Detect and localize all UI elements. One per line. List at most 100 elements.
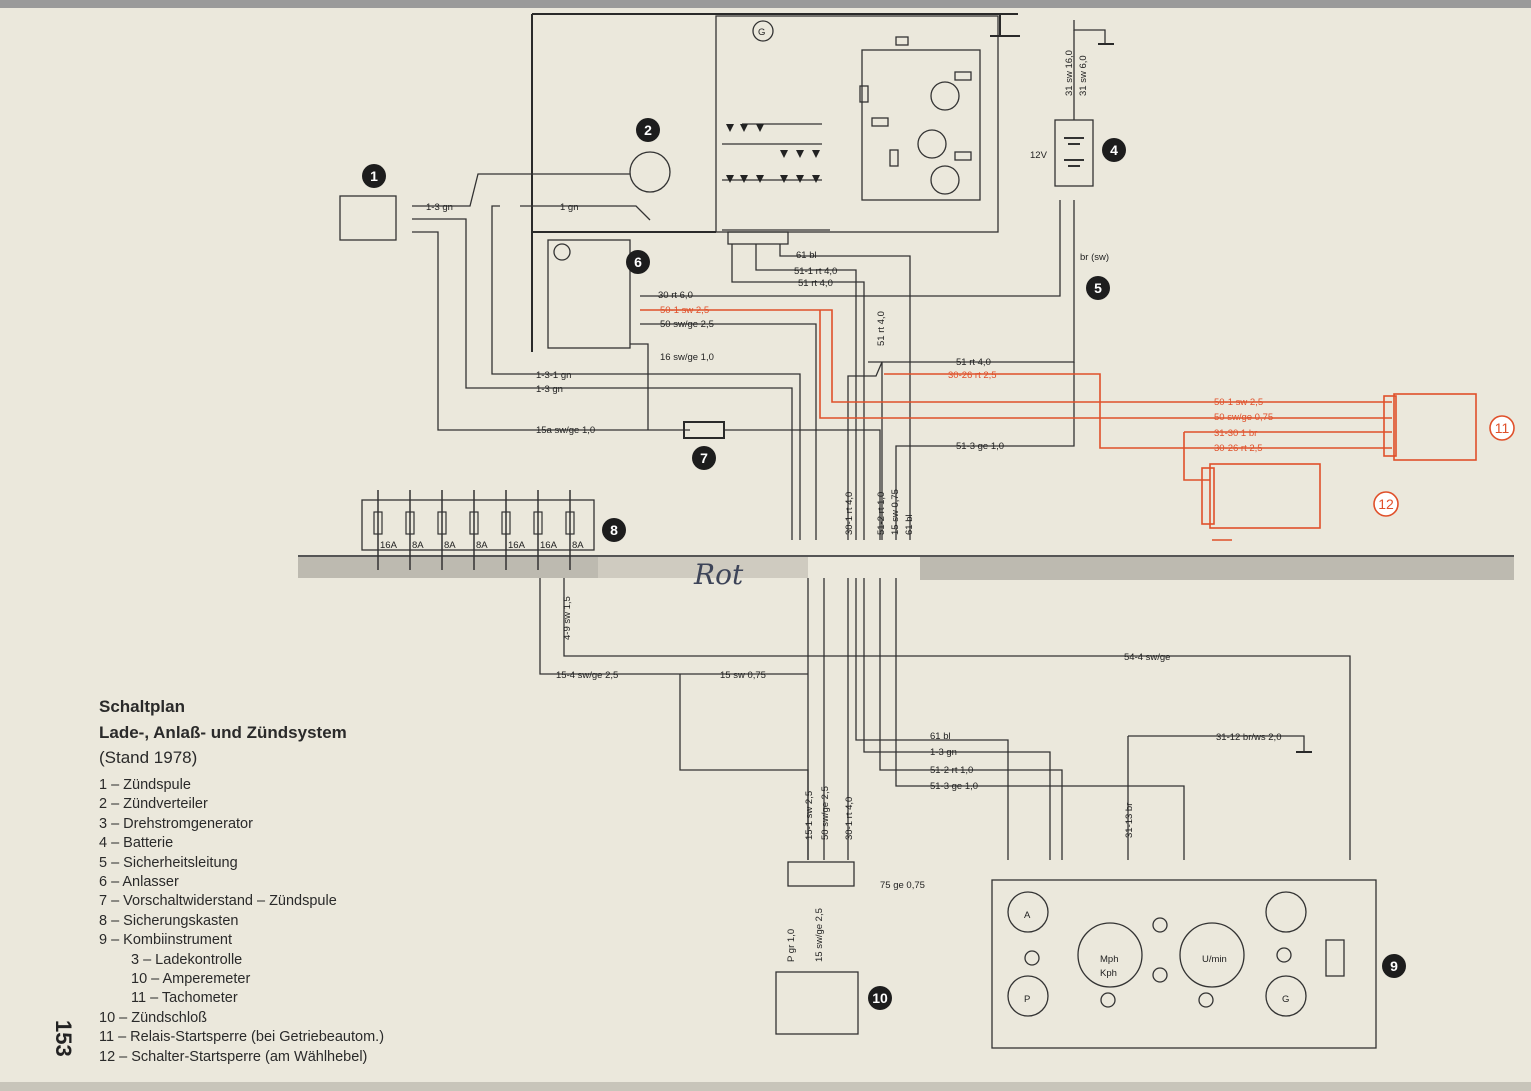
svg-text:16 sw/ge 1,0: 16 sw/ge 1,0 (660, 352, 714, 363)
svg-text:50 sw/ge 0,75: 50 sw/ge 0,75 (1214, 412, 1273, 423)
fuse-rating: 16A (540, 540, 558, 551)
svg-text:1-3 gn: 1-3 gn (426, 202, 453, 213)
badge-4: 4 (1102, 138, 1126, 162)
svg-text:51-1 rt 4,0: 51-1 rt 4,0 (794, 266, 837, 277)
fuse-box-8 (361, 499, 595, 551)
wiring-red (640, 309, 1477, 541)
svg-text:A: A (1024, 910, 1031, 921)
generator-g-symbol: G (758, 27, 765, 38)
svg-text:15a sw/ge 1,0: 15a sw/ge 1,0 (536, 425, 595, 436)
svg-text:51 rt 4,0: 51 rt 4,0 (876, 311, 887, 346)
svg-text:31-30 1 br: 31-30 1 br (1214, 428, 1257, 439)
legend-item: 1 – Zündspule (99, 777, 191, 793)
badge-11: 11 (1489, 415, 1515, 441)
legend-item: 3 – Drehstromgenerator (99, 815, 253, 832)
handwritten-note: Rot (693, 558, 744, 591)
badge-5: 5 (1086, 276, 1110, 300)
svg-text:15-4 sw/ge 2,5: 15-4 sw/ge 2,5 (556, 670, 618, 681)
svg-text:12: 12 (1378, 496, 1394, 512)
page-number: 153 (51, 1020, 76, 1057)
svg-text:50 sw/ge 2,5: 50 sw/ge 2,5 (820, 786, 831, 840)
page-bottom-edge (0, 1082, 1531, 1091)
fuse-rating: 16A (508, 540, 526, 551)
instrument-labels: Mph Kph U/min A P G (1024, 910, 1289, 1005)
badge-2: 2 (636, 118, 660, 142)
svg-text:P gr 1,0: P gr 1,0 (786, 929, 797, 962)
svg-text:31 sw 6,0: 31 sw 6,0 (1078, 55, 1089, 96)
legend-item: 3 – Ladekontrolle (131, 951, 243, 968)
fuse-rating: 8A (444, 540, 456, 551)
svg-text:51-3 ge 1,0: 51-3 ge 1,0 (956, 441, 1004, 452)
legend-item: 11 – Tachometer (131, 990, 238, 1007)
svg-text:1 gn: 1 gn (560, 202, 579, 213)
fuse-labels: 16A 8A 8A 8A 16A 16A 8A (373, 490, 584, 570)
fuse-rating: 8A (412, 540, 424, 551)
legend-item: 9 – Kombiinstrument (99, 932, 232, 949)
svg-text:30-26 rt 2,5: 30-26 rt 2,5 (1214, 443, 1263, 454)
svg-text:1: 1 (370, 168, 378, 184)
svg-text:15 sw 0,75: 15 sw 0,75 (720, 670, 766, 681)
svg-text:9: 9 (1390, 958, 1398, 974)
fuse-rating: 16A (380, 540, 398, 551)
badge-12: 12 (1373, 491, 1399, 517)
svg-text:75 ge 0,75: 75 ge 0,75 (880, 880, 925, 891)
svg-text:P: P (1024, 994, 1030, 1005)
svg-text:51 rt 4,0: 51 rt 4,0 (798, 278, 833, 289)
fuse-rating: 8A (476, 540, 488, 551)
legend-item: 2 – Zündverteiler (99, 796, 208, 813)
legend: Schaltplan Lade-, Anlaß- und Zündsystem … (99, 694, 384, 1067)
svg-text:50-1 sw 2,5: 50-1 sw 2,5 (1214, 397, 1263, 408)
svg-text:4-9 sw 1,5: 4-9 sw 1,5 (562, 596, 573, 640)
svg-text:4: 4 (1110, 142, 1118, 158)
svg-text:Mph: Mph (1100, 954, 1118, 965)
svg-text:31 sw 16,0: 31 sw 16,0 (1064, 50, 1075, 96)
legend-item: 4 – Batterie (99, 835, 174, 852)
svg-text:51 rt 4,0: 51 rt 4,0 (956, 357, 991, 368)
svg-text:5: 5 (1094, 280, 1102, 296)
svg-text:6: 6 (634, 254, 642, 270)
firewall-separator (298, 555, 1514, 580)
svg-text:50-1 sw 2,5: 50-1 sw 2,5 (660, 305, 709, 316)
legend-subtitle: Lade-, Anlaß- und Zündsystem (99, 723, 347, 742)
svg-text:30 rt 6,0: 30 rt 6,0 (658, 290, 693, 301)
badge-6: 6 (626, 250, 650, 274)
svg-text:12V: 12V (1030, 150, 1048, 161)
instrument-cluster-9 (991, 879, 1377, 1049)
svg-text:8: 8 (610, 522, 618, 538)
svg-text:50 sw/ge 2,5: 50 sw/ge 2,5 (660, 319, 714, 330)
legend-item: 11 – Relais-Startsperre (bei Getriebeaut… (99, 1029, 385, 1046)
svg-text:br (sw): br (sw) (1080, 252, 1109, 263)
svg-text:G: G (1282, 994, 1289, 1005)
legend-item: 10 – Amperemeter (131, 971, 251, 988)
svg-text:15 sw/ge 2,5: 15 sw/ge 2,5 (814, 908, 825, 962)
svg-text:15-1 sw 2,5: 15-1 sw 2,5 (804, 791, 815, 840)
generator-block: G (531, 13, 1020, 352)
ignition-coil-1 (339, 195, 397, 241)
fuse-rating: 8A (572, 540, 584, 551)
legend-item: 5 – Sicherheitsleitung (99, 854, 238, 871)
legend-item: 8 – Sicherungskasten (99, 912, 239, 929)
battery-4 (1054, 119, 1094, 187)
badge-10: 10 (868, 986, 892, 1010)
legend-title: Schaltplan (99, 697, 185, 716)
svg-text:54-4 sw/ge: 54-4 sw/ge (1124, 652, 1170, 663)
legend-item: 10 – Zündschloß (99, 1009, 208, 1026)
resistor-7 (683, 421, 725, 439)
svg-text:30-26 rt 2,5: 30-26 rt 2,5 (948, 370, 997, 381)
starter-6 (547, 239, 631, 349)
svg-text:61 bl: 61 bl (930, 731, 951, 742)
page-top-edge (0, 0, 1531, 8)
svg-text:51-3 ge 1,0: 51-3 ge 1,0 (930, 781, 978, 792)
svg-text:31-12 br/ws 2,0: 31-12 br/ws 2,0 (1216, 732, 1281, 743)
wiring-black (412, 20, 1351, 860)
svg-text:30-1 rt 4,0: 30-1 rt 4,0 (844, 492, 855, 535)
badge-7: 7 (692, 446, 716, 470)
svg-text:1-3 gn: 1-3 gn (930, 747, 957, 758)
svg-text:51-2 rt 1,0: 51-2 rt 1,0 (876, 492, 887, 535)
svg-text:7: 7 (700, 450, 708, 466)
svg-text:U/min: U/min (1202, 954, 1227, 965)
svg-text:61 bl: 61 bl (796, 250, 817, 261)
ignition-switch-10 (775, 861, 859, 1035)
svg-text:30-1 rt 4,0: 30-1 rt 4,0 (844, 797, 855, 840)
